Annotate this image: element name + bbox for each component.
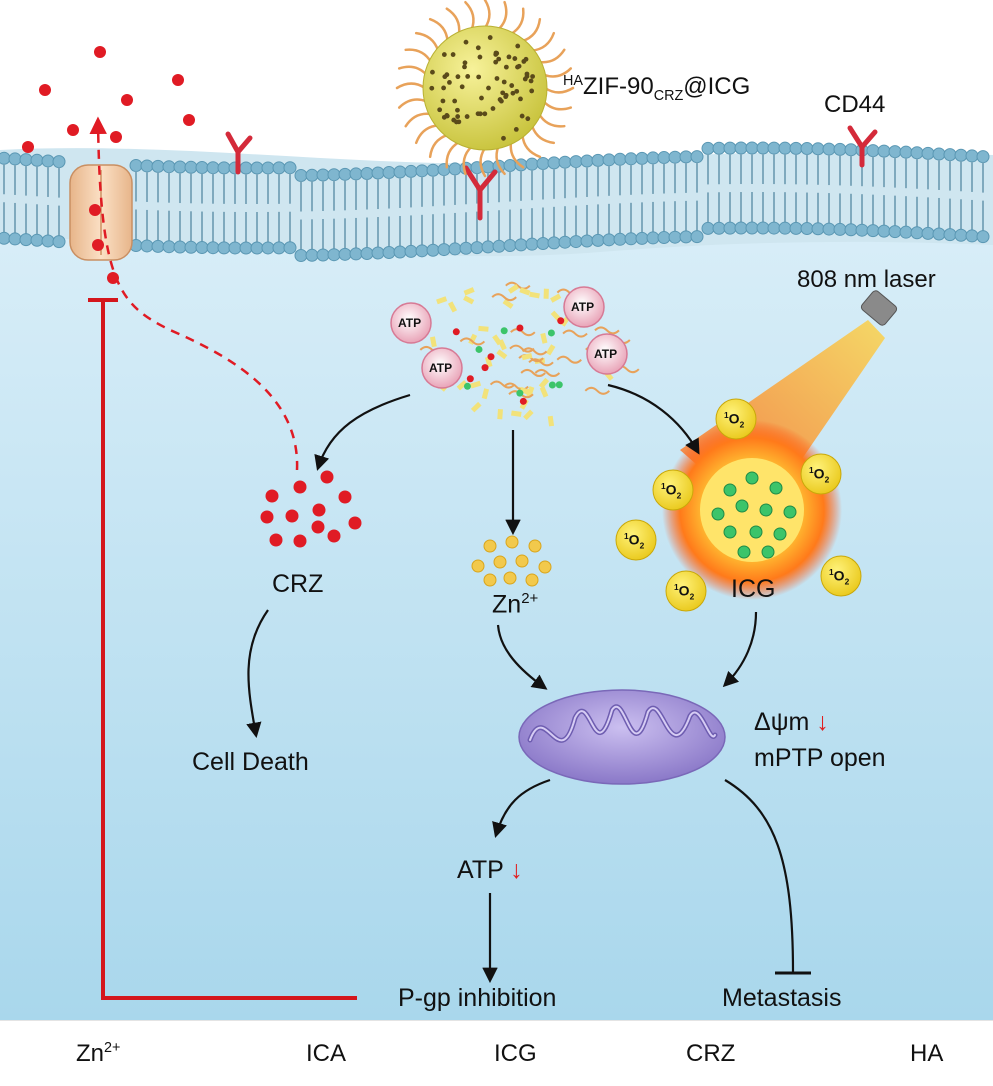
nanoparticle-label-sup: HA [563,73,583,89]
singlet-oxygen-label: 1O2 [809,466,829,484]
singlet-oxygen-label: 1O2 [724,411,744,429]
legend-icg-text: ICG [494,1040,537,1068]
cell-death-label: Cell Death [192,750,309,775]
atp-badge-label: ATP [571,301,594,313]
atp-level-label: ATP ↓ [457,858,523,883]
singlet-oxygen-label: 1O2 [624,532,644,550]
legend: Zn2+ ICA ICG CRZ HA [0,1020,993,1086]
legend-icg: ICG [484,1039,537,1069]
crz-label: CRZ [272,572,323,597]
cd44-label: CD44 [824,93,885,117]
nanoparticle-label-sub: CRZ [654,88,684,104]
legend-crz-text: CRZ [686,1040,735,1068]
legend-ha: HA [900,1039,943,1069]
delta-psi-down-arrow: ↓ [816,708,829,736]
legend-ica-text: ICA [306,1040,346,1068]
membrane-potential-label: Δψm ↓ [754,710,829,735]
legend-ha-text: HA [910,1040,943,1068]
atp-badge-label: ATP [398,317,421,329]
atp-down-arrow: ↓ [510,856,523,884]
zn-label: Zn2+ [492,591,538,617]
mptp-label: mPTP open [754,746,886,771]
atp-level-text: ATP [457,856,503,884]
nanoparticle-icon [397,0,573,176]
nanoparticle-label-tail: @ICG [683,73,750,100]
legend-crz: CRZ [676,1039,735,1069]
singlet-oxygen-label: 1O2 [674,583,694,601]
icg-label: ICG [731,577,775,602]
nanoparticle-label: HAZIF-90CRZ@ICG [563,74,750,103]
delta-psi-text: Δψm [754,708,809,736]
mitochondrion-icon [519,690,725,784]
legend-zn: Zn2+ [66,1039,120,1069]
pgp-inhibition-label: P-gp inhibition [398,986,556,1011]
atp-badge-label: ATP [429,362,452,374]
metastasis-label: Metastasis [722,986,841,1011]
legend-zn-sup: 2+ [104,1040,120,1056]
nanoparticle-label-main: ZIF-90 [583,73,654,100]
zn-label-sup: 2+ [521,590,538,607]
legend-zn-main: Zn [76,1040,104,1067]
singlet-oxygen-label: 1O2 [829,568,849,586]
atp-badge-label: ATP [594,348,617,360]
legend-ica: ICA [296,1039,346,1069]
singlet-oxygen-label: 1O2 [661,482,681,500]
laser-label: 808 nm laser [797,268,936,292]
legend-zn-text: Zn2+ [76,1040,120,1068]
zn-label-main: Zn [492,590,521,618]
